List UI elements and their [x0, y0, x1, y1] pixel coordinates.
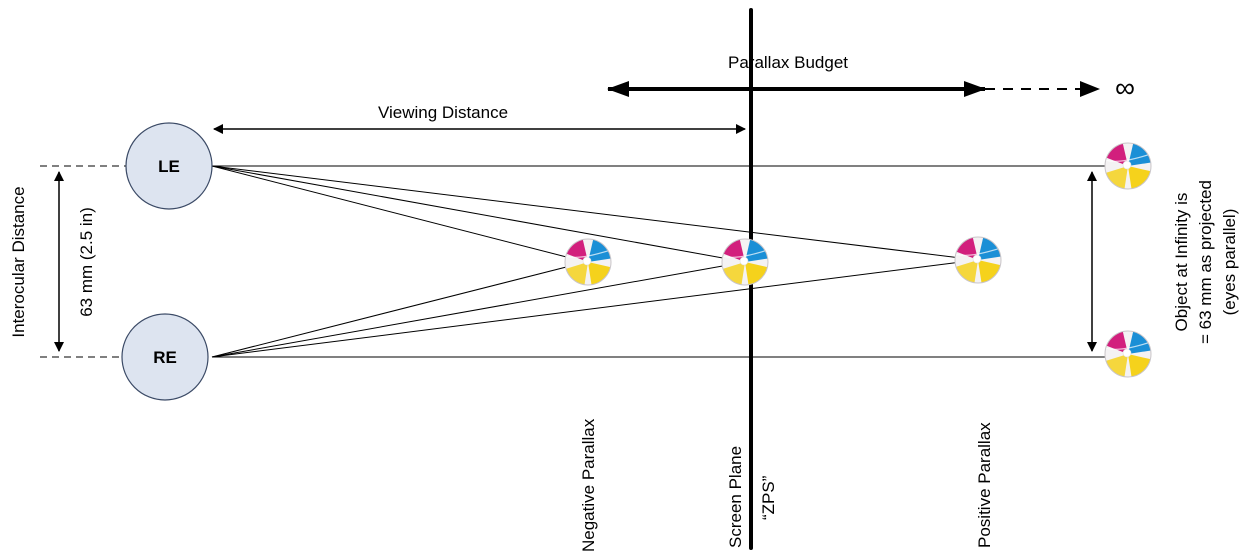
left-eye: LE: [125, 122, 213, 210]
interocular-distance-label: Interocular Distance: [9, 186, 28, 337]
beach-ball-icon: [562, 236, 614, 288]
beach-ball-icon: [1102, 328, 1154, 380]
negative-parallax-label: Negative Parallax: [579, 418, 598, 552]
right-eye-label: RE: [153, 348, 177, 367]
parallax-budget-dashed-arrowhead: [1080, 81, 1100, 97]
positive-parallax-label: Positive Parallax: [975, 422, 994, 548]
left-eye-label: LE: [158, 157, 180, 176]
beach-ball-icon: [952, 234, 1004, 286]
parallax-budget-label: Parallax Budget: [728, 53, 848, 72]
interocular-value-label: 63 mm (2.5 in): [77, 207, 96, 317]
screen-plane-label: Screen Plane: [726, 446, 745, 548]
right-eye-sight-lines: [211, 259, 1105, 358]
left-eye-sight-lines: [211, 165, 1105, 263]
object-infinity-line1: Object at Infinity is: [1172, 193, 1191, 332]
right-eye: RE: [121, 313, 209, 401]
object-infinity-line3: (eyes parallel): [1220, 209, 1239, 316]
zps-label: “ZPS”: [759, 475, 778, 520]
beach-ball-icon: [1102, 140, 1154, 192]
viewing-distance-label: Viewing Distance: [378, 103, 508, 122]
beach-ball-icon: [719, 236, 771, 288]
infinity-symbol: ∞: [1115, 72, 1135, 103]
object-infinity-line2: = 63 mm as projected: [1196, 180, 1215, 344]
